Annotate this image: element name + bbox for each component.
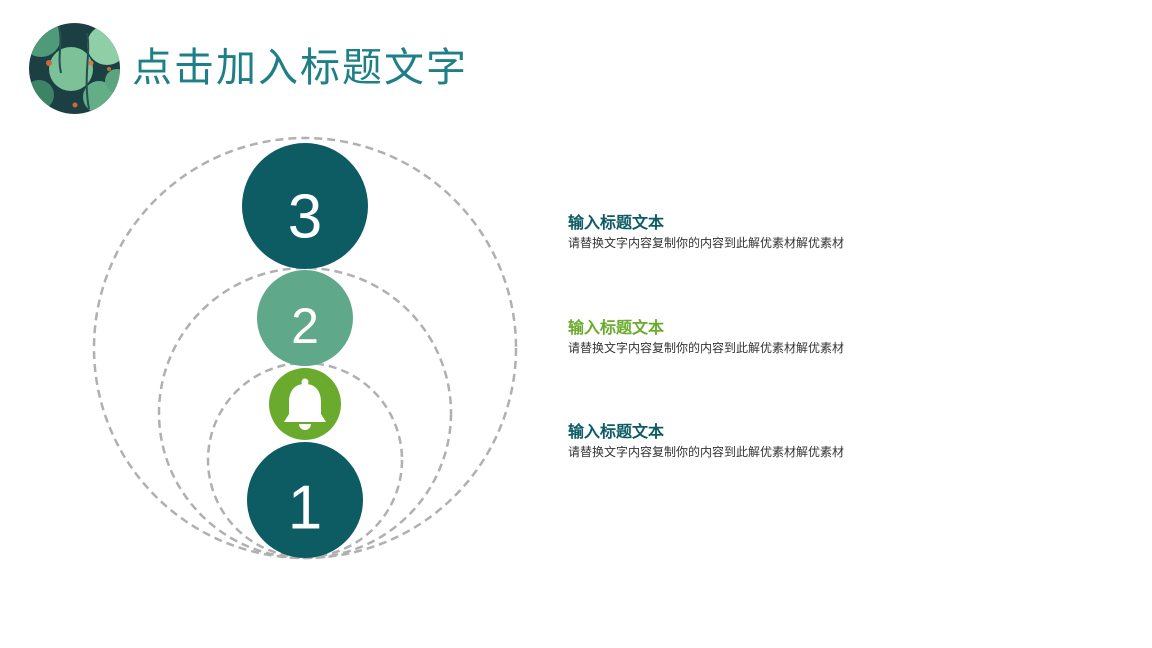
item-3-desc[interactable]: 请替换文字内容复制你的内容到此解优素材解优素材 xyxy=(568,445,845,459)
step-3[interactable]: 3 xyxy=(242,143,368,269)
step-bell[interactable] xyxy=(269,368,341,440)
item-3-title[interactable]: 输入标题文本 xyxy=(568,422,665,441)
item-1-desc[interactable]: 请替换文字内容复制你的内容到此解优素材解优素材 xyxy=(568,236,845,250)
item-3: 输入标题文本 请替换文字内容复制你的内容到此解优素材解优素材 xyxy=(568,421,988,461)
item-2-desc[interactable]: 请替换文字内容复制你的内容到此解优素材解优素材 xyxy=(568,341,845,355)
step-2-number: 2 xyxy=(291,298,319,354)
item-1-title[interactable]: 输入标题文本 xyxy=(568,213,665,232)
bell-icon xyxy=(284,378,326,430)
logo-image xyxy=(29,23,120,114)
step-1[interactable]: 1 xyxy=(247,442,363,558)
page-title[interactable]: 点击加入标题文字 xyxy=(132,45,468,91)
step-1-number: 1 xyxy=(288,473,322,542)
step-1-circle xyxy=(247,442,363,558)
item-1: 输入标题文本 请替换文字内容复制你的内容到此解优素材解优素材 xyxy=(568,212,988,252)
item-2-title[interactable]: 输入标题文本 xyxy=(568,318,665,337)
step-3-circle xyxy=(242,143,368,269)
step-2-circle xyxy=(257,270,353,366)
item-2: 输入标题文本 请替换文字内容复制你的内容到此解优素材解优素材 xyxy=(568,317,988,357)
step-3-number: 3 xyxy=(288,182,322,251)
step-2[interactable]: 2 xyxy=(257,270,353,366)
